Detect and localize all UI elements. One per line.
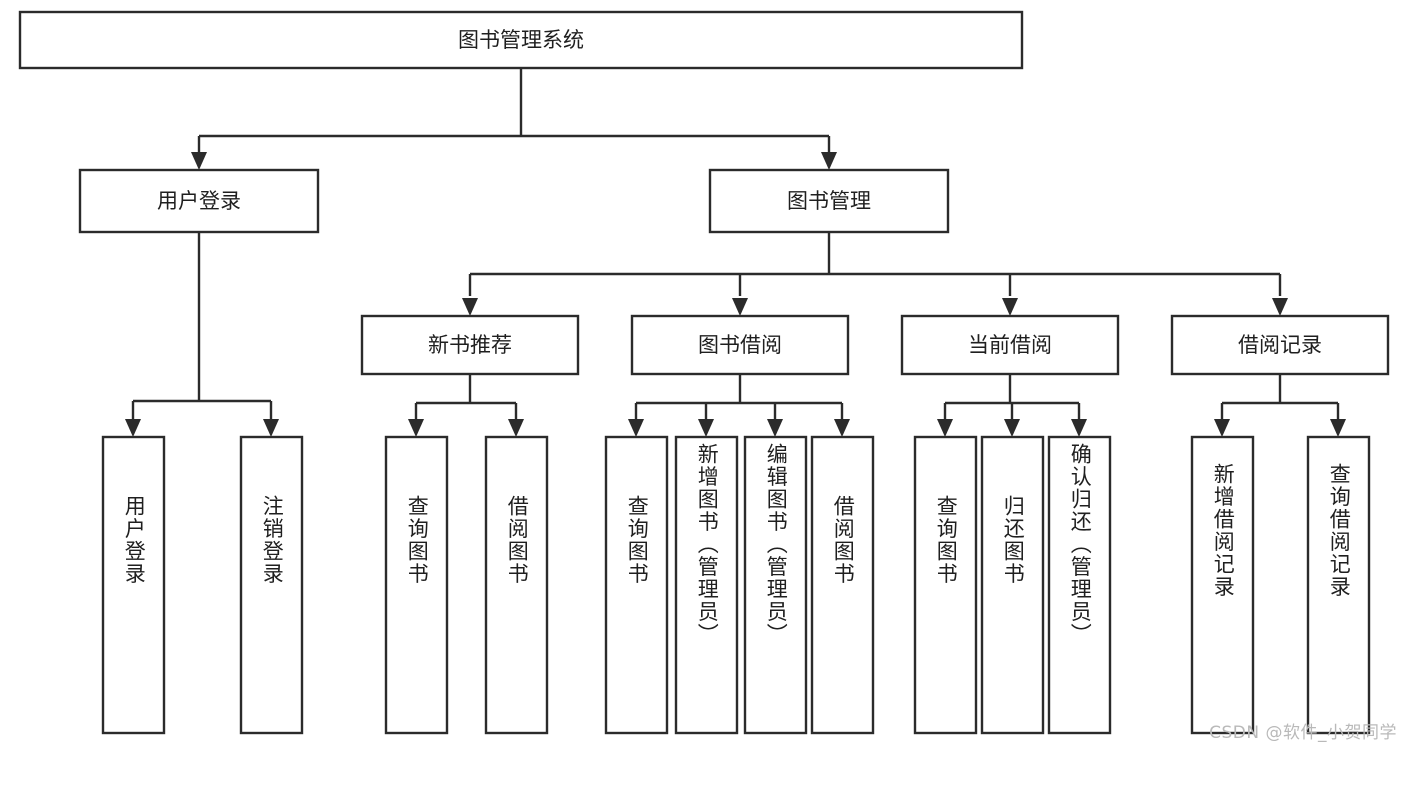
arrow-to-leaf-confirm-return (1071, 419, 1087, 437)
node-current-borrow-label: 当前借阅 (968, 333, 1052, 357)
connectors-layer (131, 68, 1340, 419)
arrow-to-leaf-query-record (1330, 419, 1346, 437)
node-book-manage[interactable]: 图书管理 (708, 168, 950, 234)
connector-borrowrecord-to-leaves (1220, 374, 1340, 419)
node-leaf-return-book-box[interactable] (980, 435, 1045, 735)
node-user-login[interactable]: 用户登录 (78, 168, 320, 234)
node-leaf-query-book-2-box[interactable] (604, 435, 669, 735)
node-user-login-label: 用户登录 (157, 189, 241, 213)
arrow-to-borrow-record (1272, 298, 1288, 316)
connector-userlogin-to-leaves (131, 232, 273, 419)
arrowheads-layer (125, 152, 1346, 437)
node-leaf-borrow-book-1-box[interactable] (484, 435, 549, 735)
node-book-borrow[interactable]: 图书借阅 (630, 314, 850, 376)
arrow-to-leaf-query-book-3 (937, 419, 953, 437)
node-book-borrow-box[interactable] (630, 314, 850, 376)
node-leaf-borrow-book-2-box[interactable] (810, 435, 875, 735)
node-book-borrow-label: 图书借阅 (698, 333, 782, 357)
connector-root-to-level2 (197, 68, 831, 156)
diagram-canvas: 图书管理系统 用户登录 图书管理 新书推荐 图书借阅 当前借阅 借阅记录 (18, 10, 1390, 735)
leaf-boxes-layer (101, 435, 1371, 735)
node-leaf-add-record-box[interactable] (1190, 435, 1255, 735)
arrow-to-leaf-edit-book (767, 419, 783, 437)
node-leaf-query-book-3-box[interactable] (913, 435, 978, 735)
connector-bookmanage-to-level3 (468, 232, 1282, 296)
node-borrow-record-box[interactable] (1170, 314, 1390, 376)
arrow-to-leaf-borrow-book-1 (508, 419, 524, 437)
connector-newbook-to-leaves (414, 374, 518, 419)
node-user-login-box[interactable] (78, 168, 320, 234)
node-root[interactable]: 图书管理系统 (18, 10, 1024, 70)
org-chart-diagram: 图书管理系统 用户登录 图书管理 新书推荐 图书借阅 当前借阅 借阅记录 (18, 10, 1397, 743)
arrow-to-user-login (191, 152, 207, 170)
node-new-book-rec[interactable]: 新书推荐 (360, 314, 580, 376)
node-leaf-user-login-box[interactable] (101, 435, 166, 735)
node-book-manage-label: 图书管理 (787, 189, 871, 213)
node-new-book-rec-box[interactable] (360, 314, 580, 376)
connector-currentborrow-to-leaves (943, 374, 1081, 419)
node-leaf-query-book-1-box[interactable] (384, 435, 449, 735)
watermark-text: CSDN @软件_小贺同学 (1209, 723, 1397, 743)
node-book-manage-box[interactable] (708, 168, 950, 234)
node-borrow-record[interactable]: 借阅记录 (1170, 314, 1390, 376)
node-leaf-query-record-box[interactable] (1306, 435, 1371, 735)
arrow-to-leaf-query-book-1 (408, 419, 424, 437)
node-root-label: 图书管理系统 (458, 28, 584, 52)
arrow-to-leaf-logout (263, 419, 279, 437)
arrow-to-leaf-return-book (1004, 419, 1020, 437)
node-borrow-record-label: 借阅记录 (1238, 333, 1322, 357)
node-root-box[interactable] (18, 10, 1024, 70)
arrow-to-leaf-add-record (1214, 419, 1230, 437)
arrow-to-book-manage (821, 152, 837, 170)
arrow-to-leaf-user-login (125, 419, 141, 437)
node-leaf-logout-box[interactable] (239, 435, 304, 735)
node-leaf-confirm-return-box[interactable] (1047, 435, 1112, 735)
arrow-to-current-borrow (1002, 298, 1018, 316)
arrow-to-leaf-add-book (698, 419, 714, 437)
arrow-to-leaf-query-book-2 (628, 419, 644, 437)
node-leaf-edit-book-box[interactable] (743, 435, 808, 735)
node-leaf-add-book-box[interactable] (674, 435, 739, 735)
connector-bookborrow-to-leaves (634, 374, 844, 419)
node-new-book-rec-label: 新书推荐 (428, 333, 512, 357)
node-current-borrow[interactable]: 当前借阅 (900, 314, 1120, 376)
node-current-borrow-box[interactable] (900, 314, 1120, 376)
arrow-to-book-borrow (732, 298, 748, 316)
arrow-to-leaf-borrow-book-2 (834, 419, 850, 437)
arrow-to-new-book-rec (462, 298, 478, 316)
